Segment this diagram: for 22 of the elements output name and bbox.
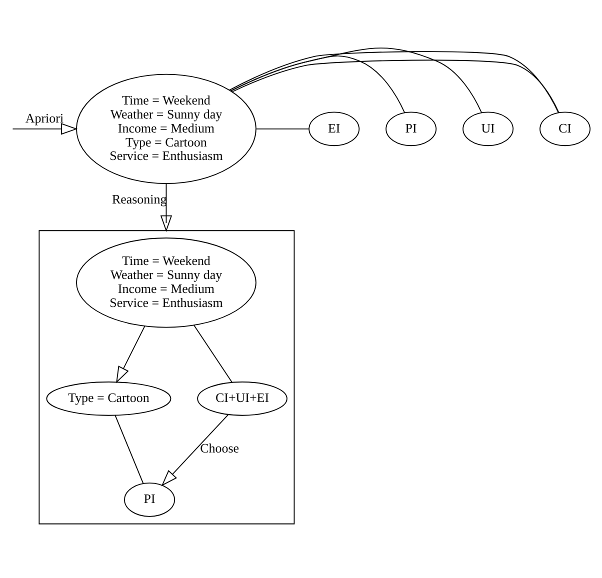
arrow <box>12 122 78 134</box>
node-ellipse: PI <box>386 111 437 146</box>
connector <box>230 47 482 112</box>
arrow <box>161 414 229 486</box>
connector <box>193 324 232 382</box>
connector <box>114 414 144 484</box>
node-ellipse: EI <box>308 111 360 146</box>
connector <box>256 128 310 129</box>
arrow <box>116 325 146 383</box>
connector <box>230 54 406 112</box>
edge-label: Choose <box>200 440 240 456</box>
cluster <box>38 230 295 524</box>
node-ellipse: Type = Cartoon <box>46 381 172 416</box>
node-ellipse: UI <box>462 111 514 146</box>
node-ellipse: PI <box>124 482 176 516</box>
edge-label: Apriori <box>25 110 64 126</box>
node-ellipse: Time = Weekend Weather = Sunny day Income = Medium Type = Cartoon Service = Enthusiasm <box>76 73 256 184</box>
edge-label: Reasoning <box>112 190 167 206</box>
node-ellipse: Time = Weekend Weather = Sunny day Income = Medium Service = Enthusiasm <box>76 237 256 328</box>
arrow <box>160 182 172 232</box>
node-ellipse: CI+UI+EI <box>197 381 288 416</box>
node-ellipse: CI <box>540 111 591 146</box>
